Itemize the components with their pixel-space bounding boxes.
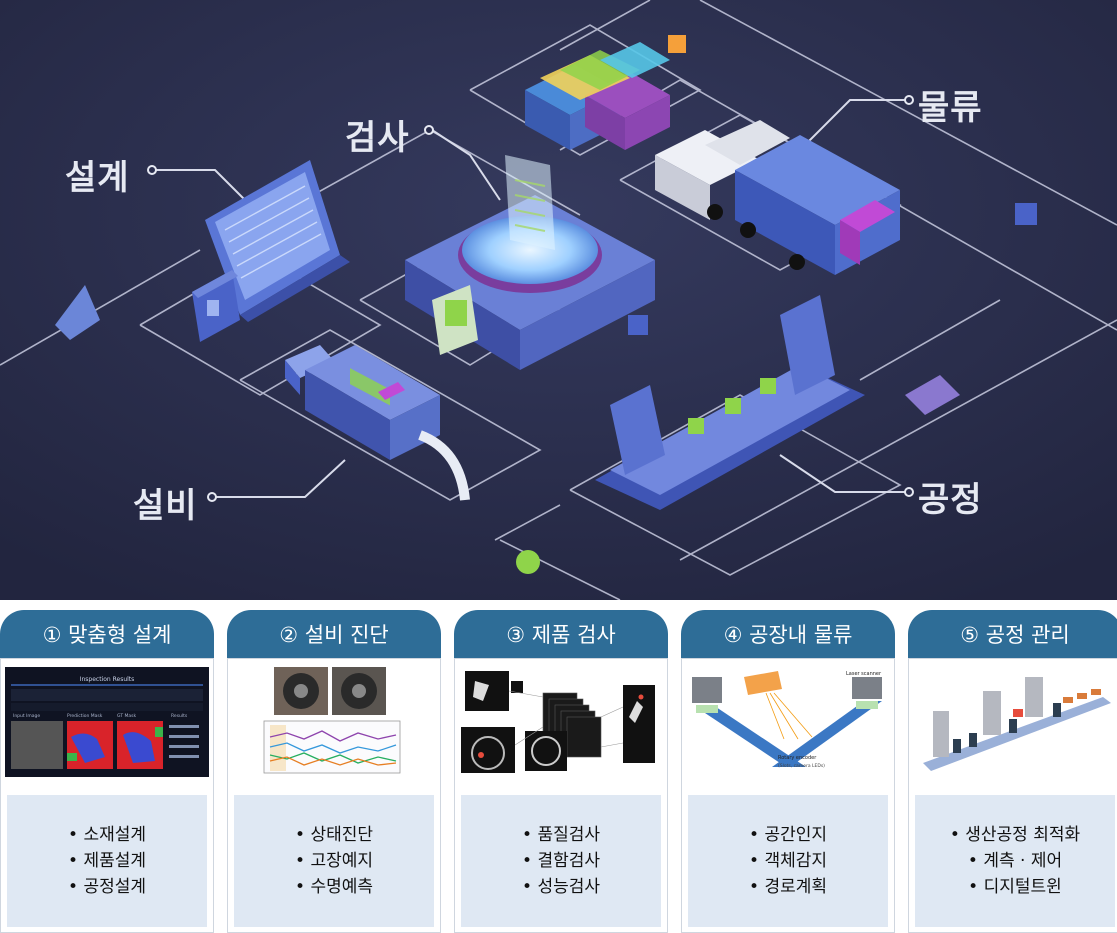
hero-label-inspection: 검사 — [345, 118, 410, 158]
panel-body: 상태진단 고장예지 수명예측 — [227, 658, 441, 933]
panel-item-list: 공간인지 객체감지 경로계획 — [688, 795, 888, 927]
thumb-header: Inspection Results — [80, 676, 135, 683]
logistics-caption: (Slots, camera LEDs) — [778, 763, 825, 769]
list-item: 공정설계 — [68, 874, 146, 900]
thumb-col-results: Results — [171, 713, 188, 719]
panel-body: 품질검사 결함검사 성능검사 — [454, 658, 668, 933]
panel-process-management: ⑤ 공정 관리 — [908, 610, 1117, 933]
panel-title: ② 설비 진단 — [227, 610, 441, 658]
green-ball — [516, 550, 540, 574]
storage-boxes-illustration — [525, 42, 670, 150]
list-item: 성능검사 — [522, 874, 600, 900]
leader-lines — [155, 99, 905, 498]
panel-body: Laser scanner Rotary encoder (Slots, cam… — [681, 658, 895, 933]
diagnosis-thumbnail — [232, 667, 436, 777]
panel-product-inspection: ③ 제품 검사 — [454, 610, 668, 933]
list-item: 결함검사 — [522, 848, 600, 874]
smart-factory-scene — [0, 0, 1117, 600]
logistics-thumbnail: Laser scanner Rotary encoder (Slots, cam… — [686, 667, 890, 777]
list-item: 경로계획 — [749, 874, 827, 900]
hero-label-design: 설계 — [65, 158, 130, 198]
list-item: 상태진단 — [295, 822, 373, 848]
panel-custom-design: ① 맞춤형 설계 Inspection Results Input Image … — [0, 610, 214, 933]
panel-body: Inspection Results Input Image Predictio… — [0, 658, 214, 933]
hero-label-process: 공정 — [918, 480, 983, 520]
thumb-col-pred: Prediction Mask — [67, 713, 103, 719]
thumb-col-input: Input Image — [13, 713, 40, 719]
logistics-tag-laser: Laser scanner — [846, 671, 882, 677]
truck-illustration — [655, 120, 900, 275]
panel-title: ③ 제품 검사 — [454, 610, 668, 658]
leader-dots — [147, 95, 914, 502]
logistics-tag-encoder: Rotary encoder — [778, 755, 817, 761]
thumb-col-gt: GT Mask — [117, 713, 136, 719]
process-conveyor-illustration — [595, 295, 865, 510]
list-item: 고장예지 — [295, 848, 373, 874]
list-item: 수명예측 — [295, 874, 373, 900]
triangle-prism — [55, 285, 100, 340]
list-item: 공간인지 — [749, 822, 827, 848]
capability-panels: ① 맞춤형 설계 Inspection Results Input Image … — [0, 600, 1117, 933]
panel-equipment-diagnosis: ② 설비 진단 상태진단 — [227, 610, 441, 933]
process-thumbnail — [913, 667, 1117, 777]
cube-orange — [668, 35, 686, 53]
panel-factory-logistics: ④ 공장내 물류 Laser scanner — [681, 610, 895, 933]
purple-prism — [905, 375, 960, 415]
panel-item-list: 품질검사 결함검사 성능검사 — [461, 795, 661, 927]
list-item: 생산공정 최적화 — [950, 822, 1080, 848]
panel-title: ④ 공장내 물류 — [681, 610, 895, 658]
panel-title: ① 맞춤형 설계 — [0, 610, 214, 658]
panel-item-list: 생산공정 최적화 계측 · 제어 디지털트윈 — [915, 795, 1115, 927]
hero-label-logistics: 물류 — [918, 88, 983, 128]
panel-item-list: 상태진단 고장예지 수명예측 — [234, 795, 434, 927]
cube-small — [628, 315, 648, 335]
panel-title: ⑤ 공정 관리 — [908, 610, 1117, 658]
list-item: 디지털트윈 — [968, 874, 1062, 900]
cube-right — [1015, 203, 1037, 225]
panel-body: 생산공정 최적화 계측 · 제어 디지털트윈 — [908, 658, 1117, 933]
panel-item-list: 소재설계 제품설계 공정설계 — [7, 795, 207, 927]
design-laptop-illustration — [192, 160, 350, 342]
list-item: 품질검사 — [522, 822, 600, 848]
inspection-station-illustration — [405, 155, 655, 370]
list-item: 소재설계 — [68, 822, 146, 848]
hero-label-equipment: 설비 — [133, 486, 198, 526]
list-item: 계측 · 제어 — [968, 848, 1062, 874]
inspection-thumbnail — [459, 667, 663, 777]
list-item: 객체감지 — [749, 848, 827, 874]
design-thumbnail: Inspection Results Input Image Predictio… — [5, 667, 209, 777]
equipment-machine-illustration — [285, 345, 470, 501]
list-item: 제품설계 — [68, 848, 146, 874]
